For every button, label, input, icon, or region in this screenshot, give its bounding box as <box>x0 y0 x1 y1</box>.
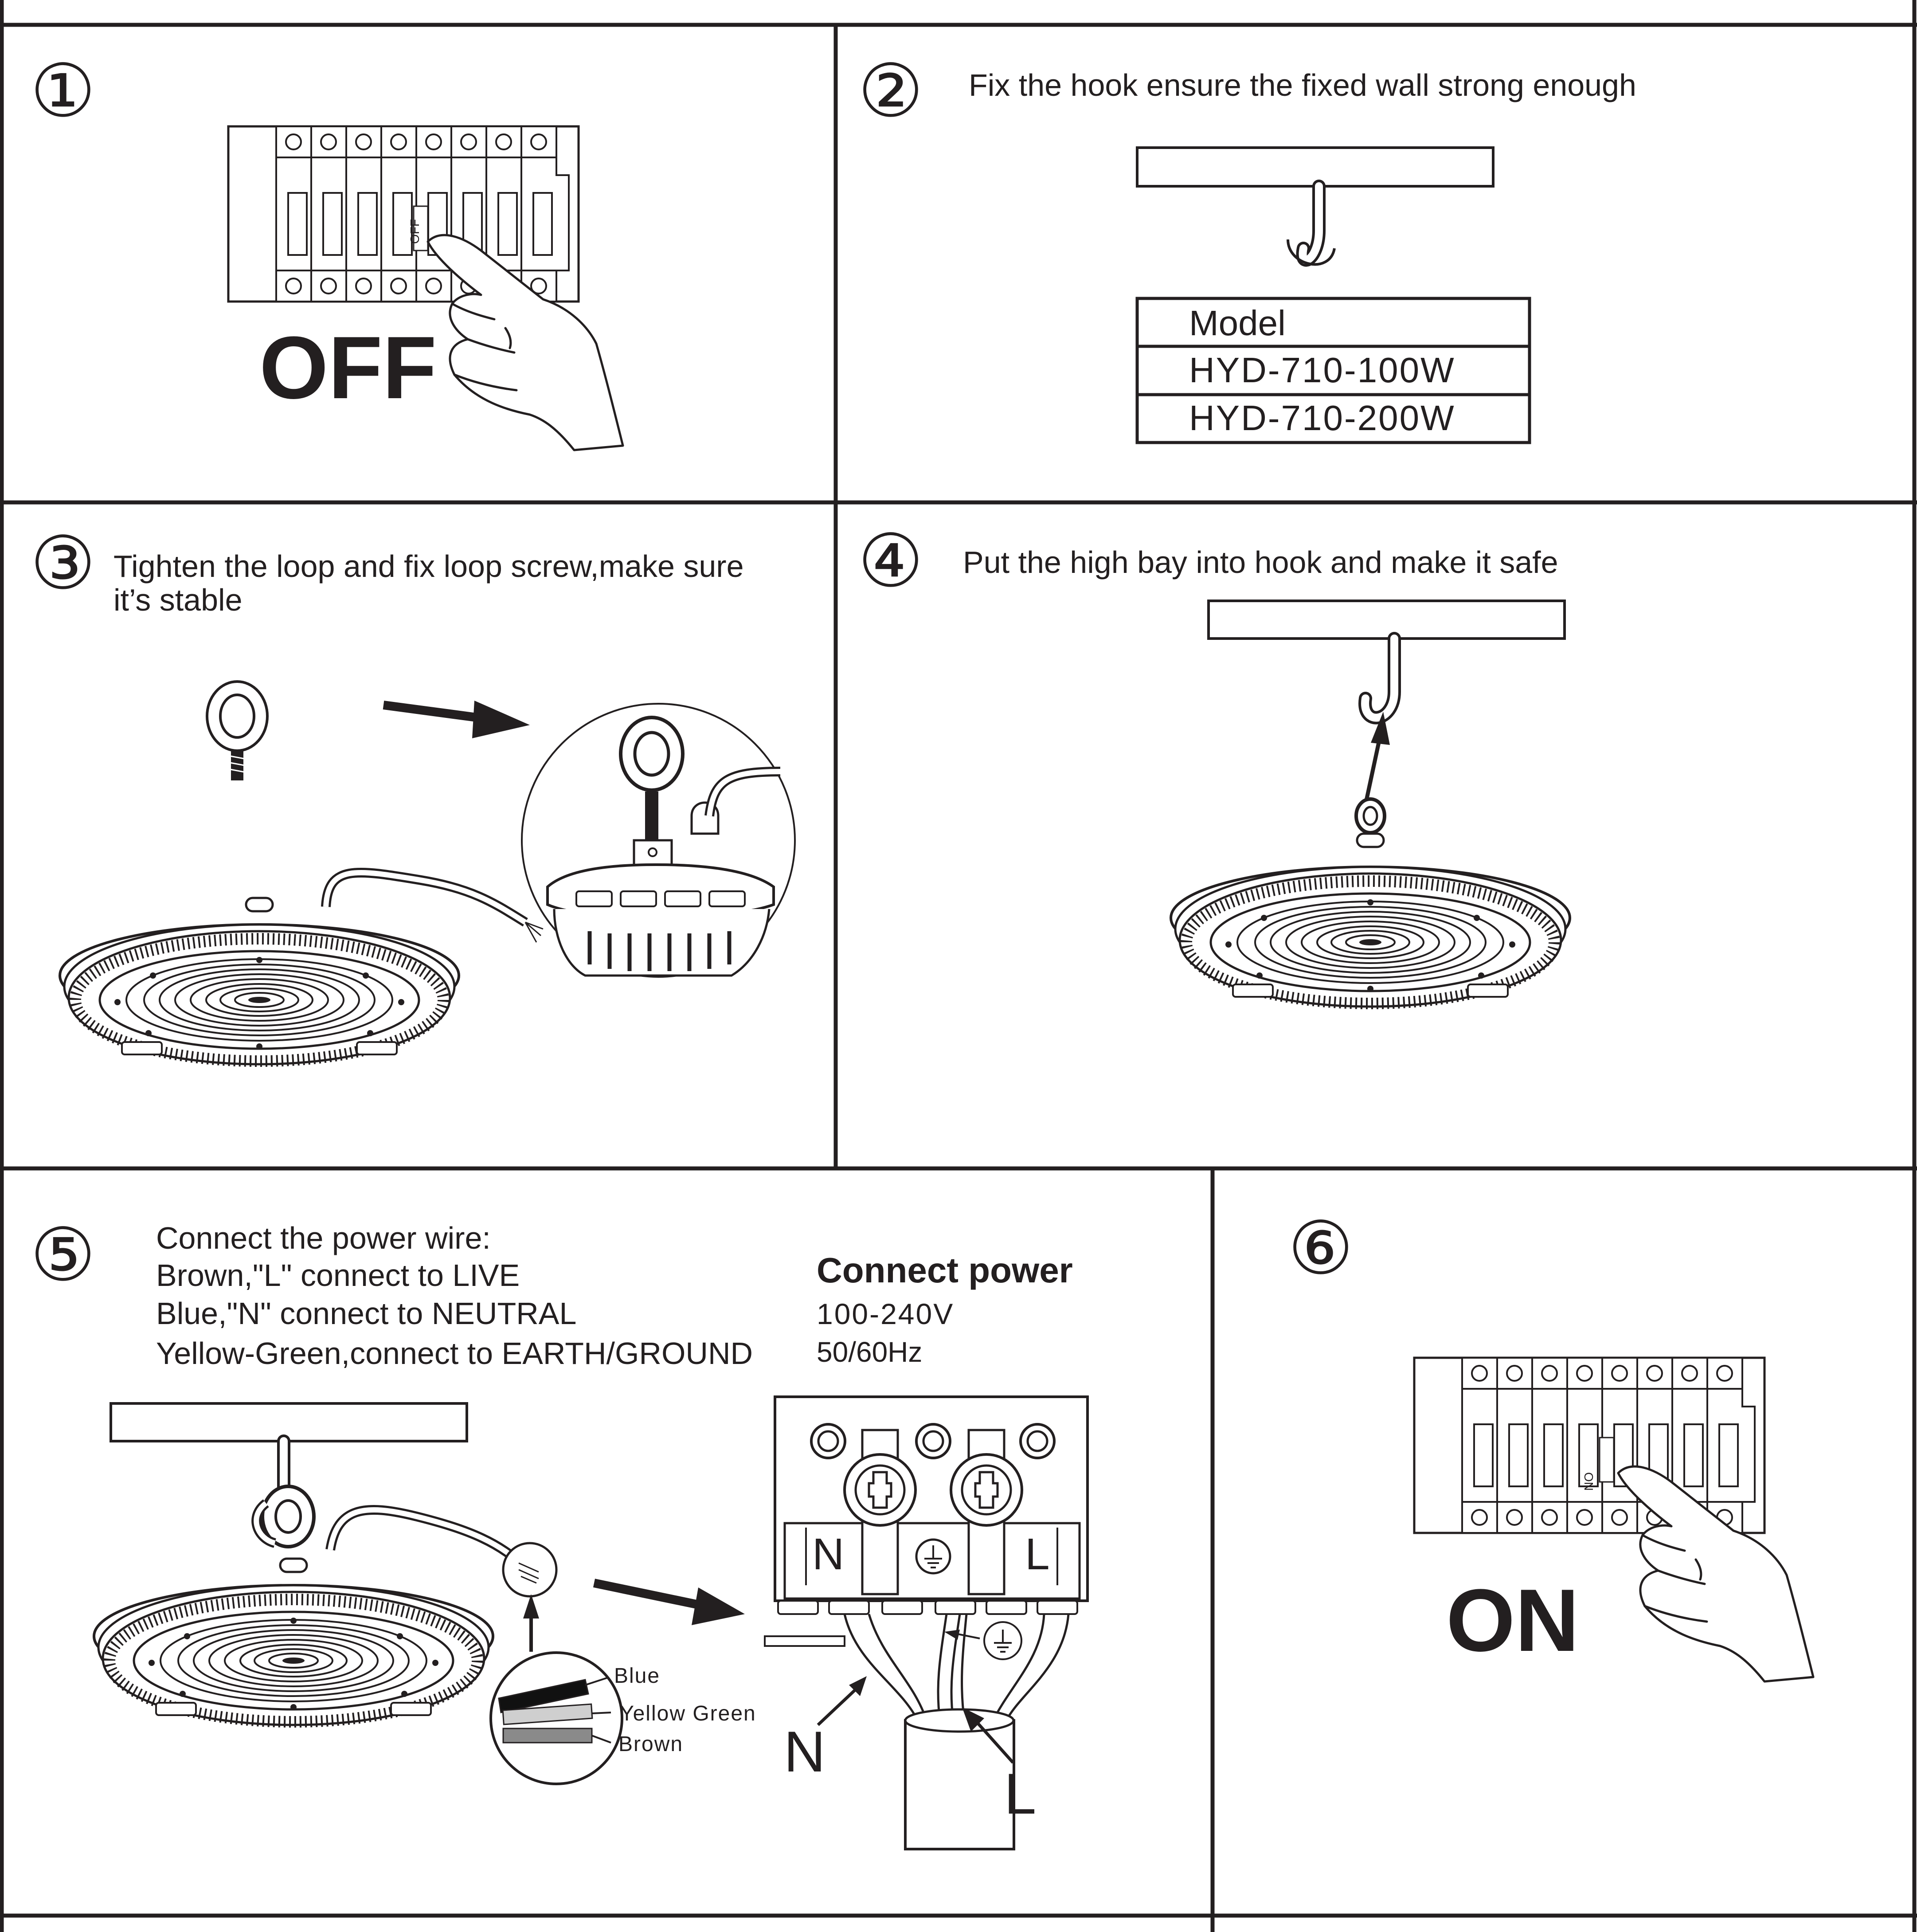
arrow-icon <box>383 701 530 738</box>
cable-icon <box>325 1505 558 1598</box>
step-number-2: ② <box>858 50 923 132</box>
power-voltage: 100-240V <box>817 1297 955 1330</box>
cable-icon <box>321 867 544 943</box>
ground-symbol-icon <box>983 1621 1022 1660</box>
eye-bolt-icon <box>207 682 267 780</box>
arrow-icon <box>523 1594 539 1652</box>
ceiling-hook-icon <box>1207 600 1566 725</box>
arrow-icon <box>593 1579 745 1625</box>
ground-symbol-icon <box>915 1538 951 1575</box>
step-number-3: ③ <box>30 522 96 604</box>
high-bay-lamp-icon <box>94 1557 493 1725</box>
breaker-panel-icon <box>1414 1358 1764 1533</box>
step-number-6: ⑥ <box>1288 1207 1354 1289</box>
on-label: ON <box>1446 1571 1579 1670</box>
wire-label-blue: Blue <box>614 1664 661 1688</box>
step-3-text-line-1: Tighten the loop and fix loop screw,make… <box>113 549 744 584</box>
detail-magnifier <box>521 703 796 978</box>
high-bay-lamp-icon <box>1171 797 1570 1007</box>
wire-detail-circle <box>489 1651 623 1785</box>
terminal-label-l: L <box>1025 1529 1050 1579</box>
callout-n: N <box>784 1719 825 1784</box>
model-table <box>1135 297 1531 444</box>
wire-label-yellow-green: Yellow Green <box>620 1702 756 1725</box>
step-5-text-line-2: Brown,"L" connect to LIVE <box>156 1258 520 1293</box>
ceiling-hook-icon <box>1136 146 1494 267</box>
step-number-5: ⑤ <box>30 1214 96 1296</box>
breaker-on-label: ON <box>1582 1472 1596 1491</box>
step-5-text-line-3: Blue,"N" connect to NEUTRAL <box>156 1296 577 1331</box>
step-5-text-line-4: Yellow-Green,connect to EARTH/GROUND <box>156 1336 753 1371</box>
wire-label-brown: Brown <box>618 1732 684 1756</box>
connect-power-title: Connect power <box>817 1250 1073 1290</box>
step-number-1: ① <box>30 50 96 132</box>
terminal-label-n: N <box>812 1529 845 1579</box>
breaker-panel-icon <box>228 126 579 302</box>
model-header: Model <box>1189 303 1286 343</box>
step-2-text: Fix the hook ensure the fixed wall stron… <box>969 68 1636 102</box>
step-number-4: ④ <box>858 520 923 602</box>
breaker-off-label: OFF <box>408 219 422 244</box>
arrow-icon <box>1364 712 1390 801</box>
model-row-2: HYD-710-200W <box>1189 398 1455 438</box>
callout-l: L <box>1004 1761 1037 1826</box>
ceiling-hook-icon <box>251 1434 316 1548</box>
step-5-text-line-1: Connect the power wire: <box>156 1221 491 1255</box>
high-bay-lamp-icon <box>60 897 459 1064</box>
step-4-text: Put the high bay into hook and make it s… <box>963 545 1558 580</box>
ceiling-plate <box>110 1402 468 1442</box>
step-3-text-line-2: it’s stable <box>113 583 243 617</box>
terminal-block-icon <box>764 1395 1089 1850</box>
off-label: OFF <box>259 318 437 417</box>
model-row-1: HYD-710-100W <box>1189 350 1455 390</box>
power-frequency: 50/60Hz <box>817 1336 923 1368</box>
